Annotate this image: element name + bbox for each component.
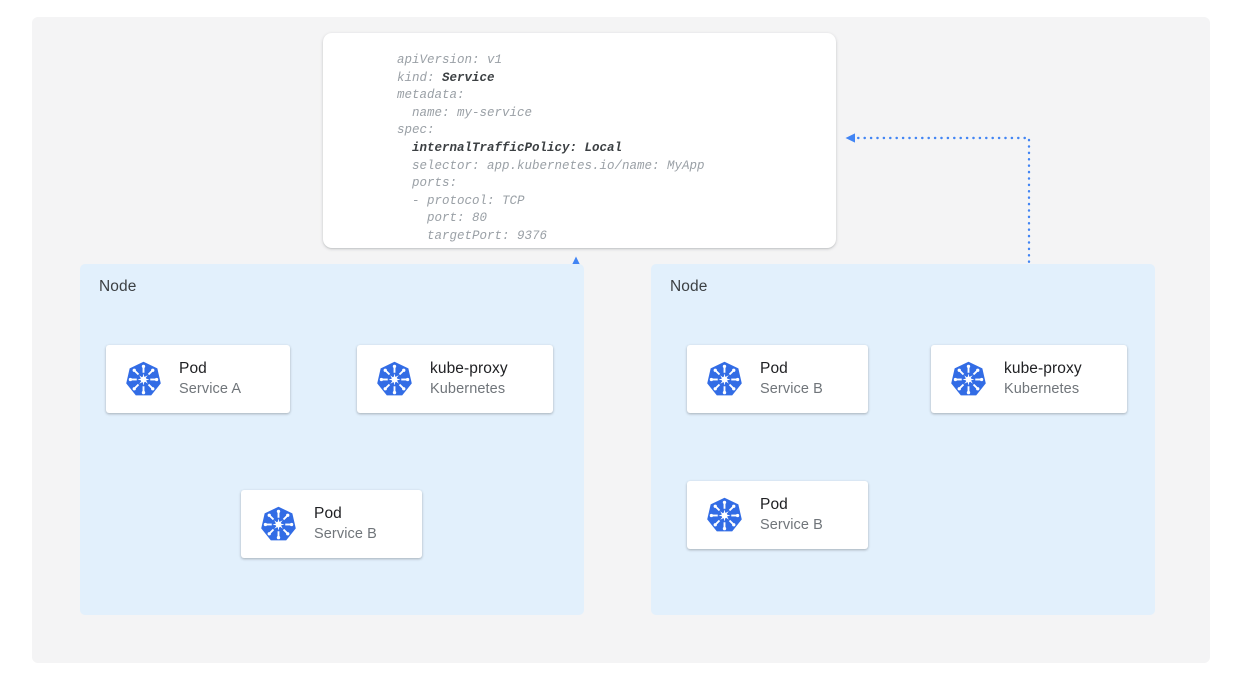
card-title: Pod	[760, 496, 788, 513]
card-subtitle: Kubernetes	[1004, 381, 1080, 397]
node-panel-left: Node	[80, 264, 584, 615]
service-manifest-card: apiVersion: v1 kind: Service metadata: n…	[323, 33, 836, 248]
kubernetes-icon	[377, 361, 412, 395]
kubernetes-icon	[261, 506, 296, 540]
card-text: Pod Service B	[760, 495, 823, 535]
card-title: kube-proxy	[1004, 360, 1082, 377]
kubernetes-icon	[707, 361, 742, 395]
card-title: kube-proxy	[430, 360, 508, 377]
card-text: Pod Service B	[760, 359, 823, 399]
node-label-left: Node	[99, 278, 137, 295]
card-pod-service-b-left[interactable]: Pod Service B	[241, 490, 422, 558]
service-manifest-code: apiVersion: v1 kind: Service metadata: n…	[397, 53, 705, 243]
card-kube-proxy-right[interactable]: kube-proxy Kubernetes	[931, 345, 1127, 413]
card-subtitle: Service B	[760, 517, 823, 533]
card-subtitle: Kubernetes	[430, 381, 506, 397]
card-subtitle: Service B	[314, 526, 377, 542]
node-label-right: Node	[670, 278, 708, 295]
card-title: Pod	[760, 360, 788, 377]
card-pod-service-b-right-top[interactable]: Pod Service B	[687, 345, 868, 413]
card-subtitle: Service B	[760, 381, 823, 397]
card-text: kube-proxy Kubernetes	[1004, 359, 1082, 399]
card-title: Pod	[179, 360, 207, 377]
card-text: Pod Service A	[179, 359, 241, 399]
card-kube-proxy-left[interactable]: kube-proxy Kubernetes	[357, 345, 553, 413]
kubernetes-icon	[707, 497, 742, 531]
card-pod-service-a[interactable]: Pod Service A	[106, 345, 290, 413]
kubernetes-icon	[951, 361, 986, 395]
card-pod-service-b-right-bottom[interactable]: Pod Service B	[687, 481, 868, 549]
kubernetes-icon	[126, 361, 161, 395]
card-text: kube-proxy Kubernetes	[430, 359, 508, 399]
card-subtitle: Service A	[179, 381, 242, 397]
node-panel-right: Node	[651, 264, 1155, 615]
card-text: Pod Service B	[314, 504, 377, 544]
card-title: Pod	[314, 505, 342, 522]
